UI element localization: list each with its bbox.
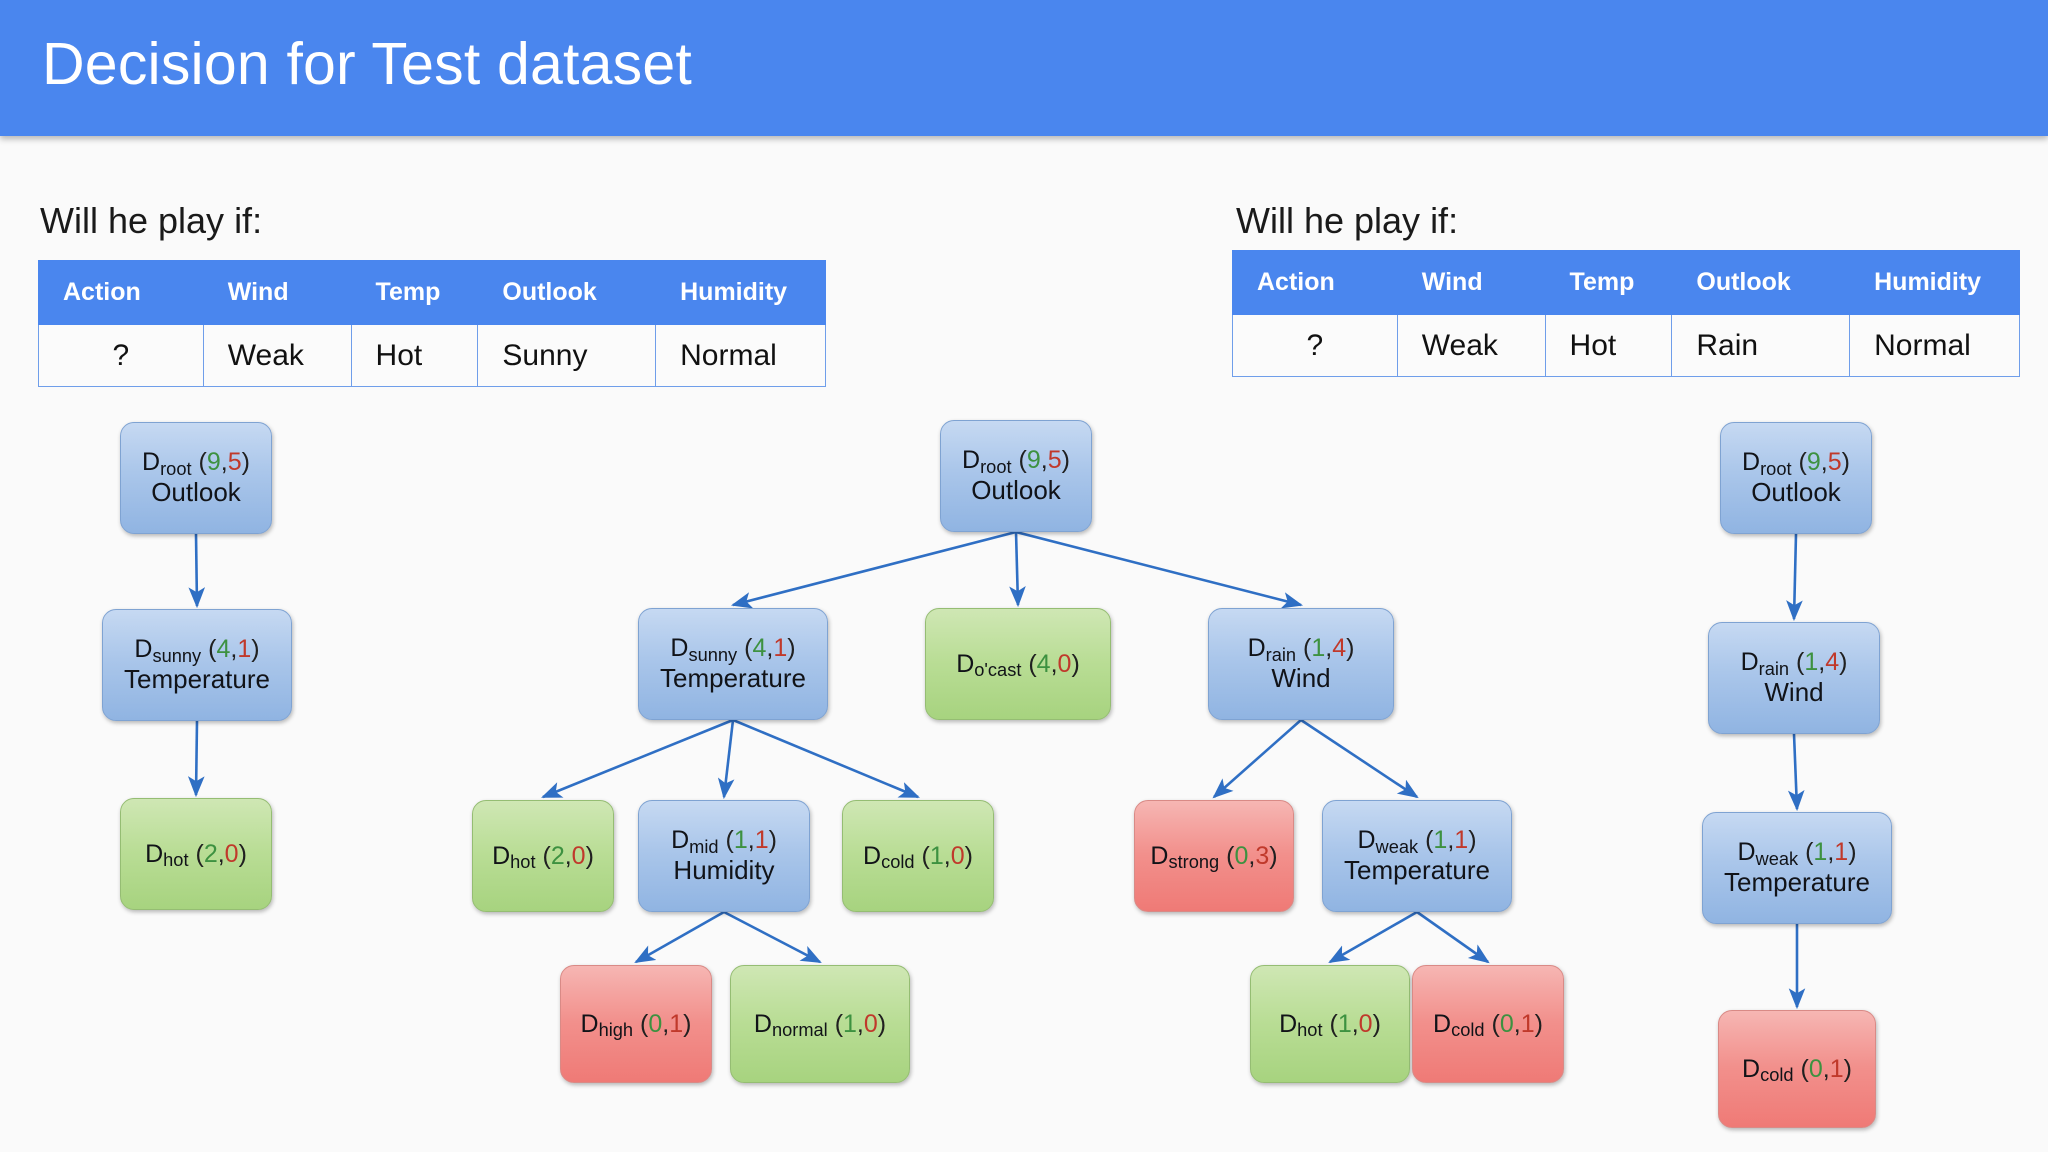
- col-header-temp: Temp: [1544, 250, 1673, 315]
- tree-edge: [1300, 718, 1419, 799]
- tree-node-sunny: Dsunny (4,1)Temperature: [102, 609, 292, 721]
- table-header-row: Action Wind Temp Outlook Humidity: [1232, 250, 2020, 315]
- cell-humidity: Normal: [1849, 314, 2020, 377]
- tree-node-cold: Dcold (0,1): [1412, 965, 1564, 1083]
- node-label: Dhot (2,0): [145, 839, 247, 871]
- cell-action: ?: [1232, 314, 1398, 377]
- node-attribute: Wind: [1271, 662, 1331, 693]
- tree-node-ocast: Do'cast (4,0): [925, 608, 1111, 720]
- node-label: Dhot (2,0): [492, 841, 594, 873]
- tree-node-hot: Dhot (1,0): [1250, 965, 1410, 1083]
- node-label: Dhot (1,0): [1279, 1009, 1381, 1041]
- table-row: ? Weak Hot Rain Normal: [1232, 314, 2020, 377]
- tree-edge: [188, 533, 206, 609]
- cell-humidity: Normal: [655, 324, 826, 387]
- cell-action: ?: [38, 324, 204, 387]
- tree-edge: [723, 910, 822, 964]
- tree-edge: [634, 910, 725, 964]
- tree-node-mid: Dmid (1,1)Humidity: [638, 800, 810, 912]
- tree-edge: [1328, 910, 1418, 964]
- header-banner: Decision for Test dataset: [0, 0, 2048, 136]
- tree-edge: [717, 719, 735, 800]
- tree-node-high: Dhigh (0,1): [560, 965, 712, 1083]
- node-attribute: Outlook: [151, 476, 241, 507]
- col-header-outlook: Outlook: [477, 260, 657, 325]
- tree-node-hot: Dhot (2,0): [120, 798, 272, 910]
- tree-edge: [730, 530, 1017, 609]
- node-label: Drain (1,4): [1740, 648, 1848, 680]
- tree-edge: [1416, 910, 1490, 964]
- node-label: Drain (1,4): [1247, 634, 1355, 666]
- table-header-row: Action Wind Temp Outlook Humidity: [38, 260, 826, 325]
- col-header-outlook: Outlook: [1671, 250, 1851, 315]
- col-header-temp: Temp: [350, 260, 479, 325]
- cell-wind: Weak: [1396, 314, 1546, 377]
- col-header-wind: Wind: [1396, 250, 1546, 315]
- col-header-wind: Wind: [202, 260, 352, 325]
- tree-node-root: Droot (9,5)Outlook: [940, 420, 1092, 532]
- cell-wind: Weak: [202, 324, 352, 387]
- node-attribute: Wind: [1764, 676, 1824, 707]
- tree-node-rain: Drain (1,4)Wind: [1708, 622, 1880, 734]
- left-query-table: Action Wind Temp Outlook Humidity ? Weak…: [38, 260, 826, 387]
- tree-node-hot: Dhot (2,0): [472, 800, 614, 912]
- tree-edge: [1787, 733, 1805, 812]
- node-attribute: Temperature: [660, 662, 806, 693]
- tree-node-root: Droot (9,5)Outlook: [1720, 422, 1872, 534]
- col-header-humidity: Humidity: [655, 260, 826, 325]
- right-prompt-label: Will he play if:: [1236, 200, 1459, 241]
- node-label: Droot (9,5): [962, 446, 1070, 478]
- tree-node-weak: Dweak (1,1)Temperature: [1702, 812, 1892, 924]
- node-attribute: Temperature: [124, 663, 270, 694]
- node-attribute: Humidity: [673, 854, 775, 885]
- node-label: Dhigh (0,1): [580, 1009, 692, 1041]
- node-label: Dweak (1,1): [1737, 838, 1857, 870]
- right-query-table: Action Wind Temp Outlook Humidity ? Weak…: [1232, 250, 2020, 377]
- node-label: Dweak (1,1): [1357, 826, 1477, 858]
- node-label: Droot (9,5): [142, 448, 250, 480]
- col-header-humidity: Humidity: [1849, 250, 2020, 315]
- node-attribute: Outlook: [1751, 476, 1841, 507]
- tree-edge: [1212, 719, 1302, 799]
- node-label: Dcold (1,0): [863, 841, 973, 873]
- tree-node-root: Droot (9,5)Outlook: [120, 422, 272, 534]
- tree-node-strong: Dstrong (0,3): [1134, 800, 1294, 912]
- col-header-action: Action: [1232, 250, 1398, 315]
- tree-node-rain: Drain (1,4)Wind: [1208, 608, 1394, 720]
- tree-edge: [187, 720, 205, 798]
- tree-node-sunny: Dsunny (4,1)Temperature: [638, 608, 828, 720]
- left-prompt-label: Will he play if:: [40, 200, 263, 241]
- tree-edge: [1015, 530, 1304, 609]
- cell-temp: Hot: [350, 324, 479, 387]
- col-header-action: Action: [38, 260, 204, 325]
- tree-node-cold: Dcold (0,1): [1718, 1010, 1876, 1128]
- node-label: Do'cast (4,0): [956, 649, 1080, 681]
- node-label: Droot (9,5): [1742, 448, 1850, 480]
- node-label: Dmid (1,1): [671, 826, 777, 858]
- cell-temp: Hot: [1544, 314, 1673, 377]
- tree-edge: [1009, 531, 1026, 608]
- tree-node-normal: Dnormal (1,0): [730, 965, 910, 1083]
- cell-outlook: Rain: [1671, 314, 1851, 377]
- node-label: Dcold (0,1): [1433, 1009, 1543, 1041]
- node-label: Dsunny (4,1): [134, 635, 260, 667]
- node-attribute: Temperature: [1344, 854, 1490, 885]
- tree-node-weak: Dweak (1,1)Temperature: [1322, 800, 1512, 912]
- tree-edge: [541, 718, 734, 799]
- page-title: Decision for Test dataset: [42, 31, 692, 97]
- node-attribute: Outlook: [971, 474, 1061, 505]
- node-label: Dcold (0,1): [1742, 1054, 1852, 1086]
- cell-outlook: Sunny: [477, 324, 657, 387]
- tree-edge: [1786, 533, 1803, 622]
- node-attribute: Temperature: [1724, 866, 1870, 897]
- table-row: ? Weak Hot Sunny Normal: [38, 324, 826, 387]
- tree-edge: [732, 718, 920, 799]
- node-label: Dsunny (4,1): [670, 634, 796, 666]
- node-label: Dnormal (1,0): [753, 1009, 887, 1041]
- tree-node-cold: Dcold (1,0): [842, 800, 994, 912]
- node-label: Dstrong (0,3): [1150, 841, 1278, 873]
